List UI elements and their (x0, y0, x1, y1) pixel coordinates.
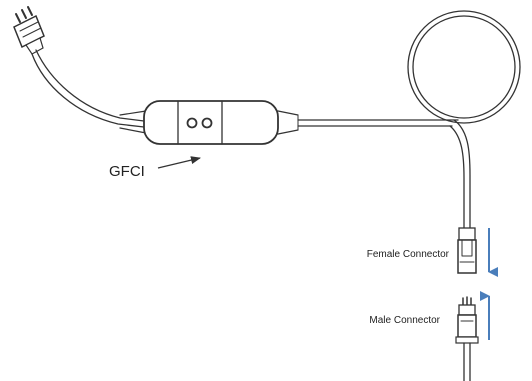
gfci-device-icon (143, 100, 279, 145)
male-connector-icon (455, 296, 479, 344)
descending-cord (449, 119, 471, 229)
input-cord (31, 49, 147, 134)
reset-button-icon (201, 117, 213, 129)
bottom-cord (463, 342, 471, 381)
female-connector-label: Female Connector (367, 249, 450, 260)
plug-icon (13, 6, 45, 55)
test-button-icon (186, 117, 198, 129)
gfci-pointer-arrow (157, 156, 201, 169)
female-connector-icon (457, 227, 477, 274)
cord-coil (407, 10, 521, 124)
gfci-label: GFCI (109, 163, 145, 180)
male-connector-label: Male Connector (369, 315, 440, 326)
output-cord (277, 110, 459, 135)
